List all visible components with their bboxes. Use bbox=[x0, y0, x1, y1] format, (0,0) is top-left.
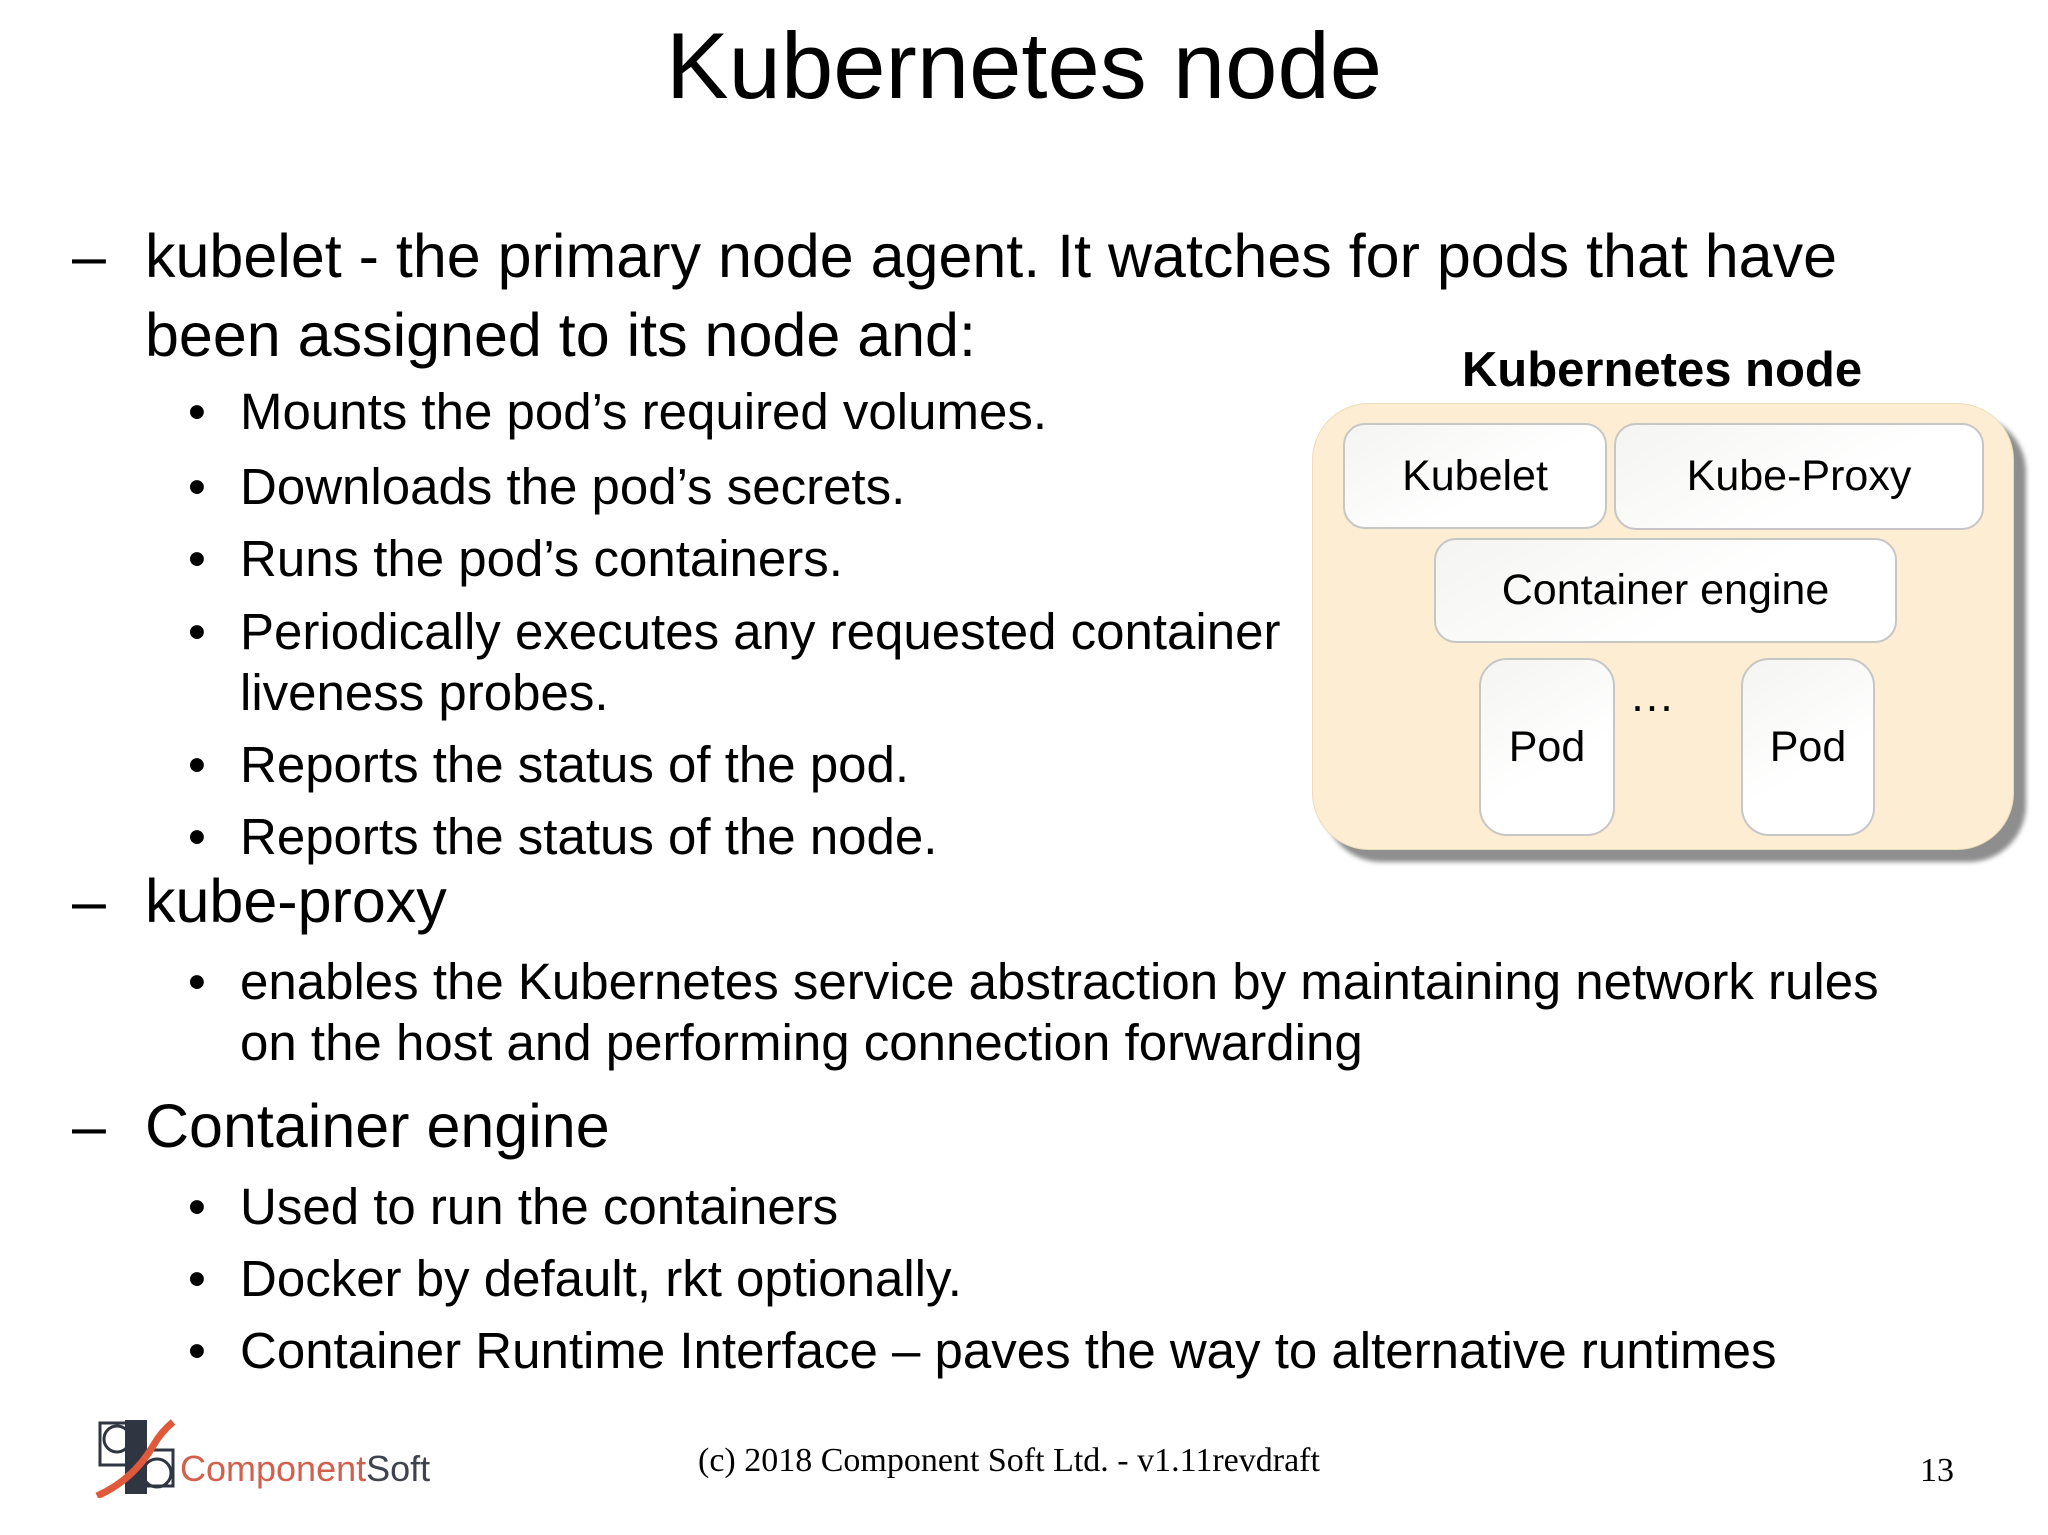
list-item: • Reports the status of the node. bbox=[188, 806, 937, 867]
section-kube-proxy-heading: – kube-proxy bbox=[72, 862, 447, 941]
diagram-box-kubelet: Kubelet bbox=[1343, 423, 1607, 529]
componentsoft-logo-icon bbox=[95, 1419, 175, 1498]
section-container-engine-heading: – Container engine bbox=[72, 1087, 610, 1166]
list-item-text: Used to run the containers bbox=[240, 1178, 839, 1235]
list-item-text: Docker by default, rkt optionally. bbox=[240, 1250, 962, 1307]
dot-bullet-marker: • bbox=[188, 736, 206, 793]
list-item: • Used to run the containers bbox=[188, 1176, 838, 1237]
dash-bullet-marker: – bbox=[72, 867, 106, 935]
dot-bullet-marker: • bbox=[188, 1322, 206, 1379]
list-item: • Reports the status of the pod. bbox=[188, 734, 909, 795]
list-item-text: Reports the status of the node. bbox=[240, 808, 938, 865]
dot-bullet-marker: • bbox=[188, 808, 206, 865]
dot-bullet-marker: • bbox=[188, 458, 206, 515]
section-heading-text: Container engine bbox=[145, 1092, 610, 1160]
dot-bullet-marker: • bbox=[188, 530, 206, 587]
list-item: • Mounts the pod’s required volumes. bbox=[188, 381, 1047, 442]
list-item-text: enables the Kubernetes service abstracti… bbox=[240, 953, 1879, 1072]
section-heading-text: kubelet - the primary node agent. It wat… bbox=[145, 222, 1838, 370]
list-item-text: Reports the status of the pod. bbox=[240, 736, 910, 793]
list-item: • enables the Kubernetes service abstrac… bbox=[188, 951, 1940, 1073]
dot-bullet-marker: • bbox=[188, 1178, 206, 1235]
diagram-box-pod-left: Pod bbox=[1479, 658, 1615, 836]
dot-bullet-marker: • bbox=[188, 1250, 206, 1307]
list-item: • Container Runtime Interface – paves th… bbox=[188, 1320, 1776, 1381]
section-kubelet-heading: – kubelet - the primary node agent. It w… bbox=[72, 217, 1945, 376]
section-heading-text: kube-proxy bbox=[145, 867, 447, 935]
list-item: • Docker by default, rkt optionally. bbox=[188, 1248, 962, 1309]
diagram-ellipsis: ... bbox=[1631, 670, 1675, 721]
dot-bullet-marker: • bbox=[188, 953, 206, 1010]
list-item-text: Periodically executes any requested cont… bbox=[240, 603, 1281, 722]
logo-soft-text: Soft bbox=[366, 1448, 431, 1489]
logo-component-text: Component bbox=[180, 1448, 367, 1489]
logo-wordmark: ComponentSoft bbox=[180, 1448, 430, 1490]
page-title: Kubernetes node bbox=[665, 13, 1382, 118]
dash-bullet-marker: – bbox=[72, 1092, 106, 1160]
list-item: • Periodically executes any requested co… bbox=[188, 601, 1390, 723]
diagram-box-kube-proxy: Kube-Proxy bbox=[1614, 423, 1984, 530]
list-item-text: Container Runtime Interface – paves the … bbox=[240, 1322, 1777, 1379]
footer-copyright: (c) 2018 Component Soft Ltd. - v1.11revd… bbox=[698, 1442, 1320, 1479]
diagram-title: Kubernetes node bbox=[1461, 343, 1863, 397]
page-number: 13 bbox=[1920, 1452, 1954, 1489]
kubernetes-node-diagram: Kubelet Kube-Proxy Container engine Pod … bbox=[1312, 403, 2014, 850]
list-item-text: Mounts the pod’s required volumes. bbox=[240, 383, 1048, 440]
dot-bullet-marker: • bbox=[188, 383, 206, 440]
dash-bullet-marker: – bbox=[72, 222, 106, 290]
list-item-text: Downloads the pod’s secrets. bbox=[240, 458, 906, 515]
list-item-text: Runs the pod’s containers. bbox=[240, 530, 843, 587]
list-item: • Runs the pod’s containers. bbox=[188, 528, 843, 589]
diagram-box-pod-right: Pod bbox=[1741, 658, 1875, 836]
dot-bullet-marker: • bbox=[188, 603, 206, 660]
diagram-box-container-engine: Container engine bbox=[1434, 538, 1897, 643]
list-item: • Downloads the pod’s secrets. bbox=[188, 456, 905, 517]
